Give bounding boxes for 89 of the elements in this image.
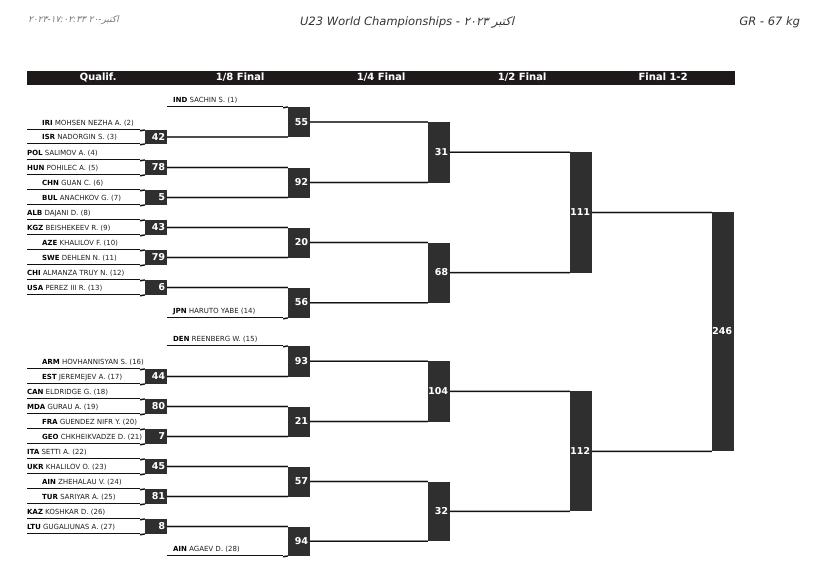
match-box: 92 <box>288 168 310 198</box>
bracket-line <box>140 264 146 266</box>
bracket-line <box>140 488 146 490</box>
match-box: 6 <box>145 280 167 295</box>
match-box: 79 <box>145 250 167 265</box>
match-box: 5 <box>145 190 167 205</box>
bracket-line <box>140 279 146 282</box>
bracket-line <box>140 413 146 416</box>
bracket-line <box>282 555 288 558</box>
bracket-line <box>592 450 712 452</box>
match-box: 246 <box>712 212 734 452</box>
weight-class: GR - 67 kg <box>739 14 800 28</box>
bracket-line <box>310 242 428 244</box>
bracket-line <box>140 189 146 192</box>
bracket-line <box>592 212 712 214</box>
bracket-line <box>282 317 288 320</box>
match-box: 68 <box>428 242 450 303</box>
match-box: 78 <box>145 160 167 175</box>
match-box: 21 <box>288 406 310 436</box>
timestamp: ۲۰۲۳-۱۷:۰۲:۳۳ ۲۰-اکتبر <box>28 15 119 25</box>
page-title: U23 World Championships - ۲۰۲۳ اکتبر <box>300 14 514 28</box>
bracket-line <box>167 196 288 198</box>
match-box: 44 <box>145 369 167 384</box>
column-heading: 1/2 Final <box>496 71 548 85</box>
match-box: 32 <box>428 482 450 542</box>
bracket-line <box>310 121 428 123</box>
bracket-line <box>167 286 288 288</box>
bracket-line <box>450 152 570 153</box>
bracket-line <box>167 226 288 228</box>
bracket-line <box>140 159 146 162</box>
bracket-line <box>310 420 428 422</box>
bracket-line <box>140 174 146 176</box>
bracket-line <box>282 106 288 108</box>
column-heading: Final 1-2 <box>637 71 689 85</box>
match-box: 20 <box>288 228 310 258</box>
match-box: 94 <box>288 526 310 556</box>
bracket-line <box>167 166 288 168</box>
bracket-line <box>450 272 570 274</box>
bracket-line <box>450 390 570 392</box>
match-box: 42 <box>145 130 167 144</box>
bracket-line <box>140 143 146 146</box>
match-box: 45 <box>145 459 167 474</box>
bracket-line <box>140 129 146 132</box>
bracket-line <box>140 294 146 296</box>
bracket-line <box>140 204 146 206</box>
match-box: 81 <box>145 489 167 504</box>
bracket-line <box>140 473 146 476</box>
match-box: 93 <box>288 346 310 376</box>
bracket-line <box>167 406 288 408</box>
bracket-line <box>140 249 146 252</box>
bracket-line <box>282 345 288 348</box>
bracket-line <box>167 496 288 498</box>
match-box: 57 <box>288 466 310 496</box>
bracket-line <box>310 480 428 482</box>
bracket-line <box>167 466 288 468</box>
bracket-line <box>140 443 146 446</box>
bracket-line <box>140 428 146 430</box>
bracket-line <box>140 533 146 536</box>
bracket-line <box>140 503 146 506</box>
bracket-line <box>140 219 146 222</box>
bracket-line <box>140 368 146 370</box>
bracket-line <box>310 302 428 304</box>
match-box: 8 <box>145 519 167 534</box>
bracket-line <box>140 518 146 520</box>
bracket-line <box>140 398 146 400</box>
column-heading: Qualif. <box>78 71 118 85</box>
match-box: 7 <box>145 429 167 444</box>
column-heading: 1/4 Final <box>356 71 406 85</box>
bracket-line <box>167 256 288 258</box>
bracket-line <box>167 376 288 378</box>
bracket-line <box>140 458 146 460</box>
bracket-line <box>140 383 146 386</box>
match-box: 56 <box>288 288 310 318</box>
bracket-line <box>167 526 288 528</box>
column-heading: 1/8 Final <box>214 71 266 85</box>
match-box: 111 <box>570 152 592 273</box>
match-box: 112 <box>570 391 592 512</box>
match-box: 55 <box>288 107 310 137</box>
bracket-line <box>310 360 428 362</box>
match-box: 43 <box>145 220 167 235</box>
bracket-line <box>310 540 428 542</box>
bracket-line <box>167 436 288 438</box>
bracket-line <box>310 182 428 184</box>
bracket-line <box>450 510 570 512</box>
match-box: 104 <box>428 361 450 422</box>
match-box: 31 <box>428 122 450 182</box>
bracket-line <box>140 234 146 236</box>
bracket-line <box>167 136 288 138</box>
match-box: 80 <box>145 399 167 414</box>
